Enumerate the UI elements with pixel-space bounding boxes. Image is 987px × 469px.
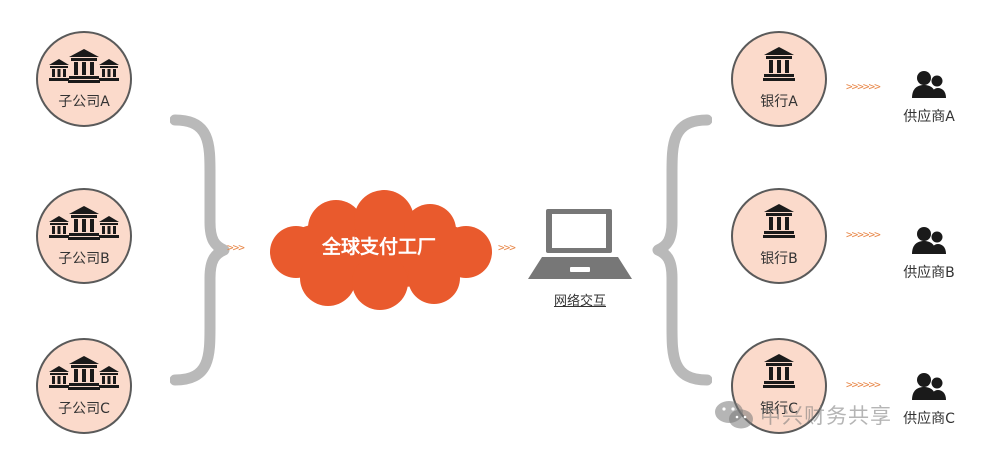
supplier-b: 供应商B — [889, 226, 969, 282]
subsidiary-label: 子公司B — [58, 251, 110, 267]
bank-node-c: 银行C — [731, 338, 827, 434]
supplier-c: 供应商C — [889, 372, 969, 428]
arrow-to-supplier-c: >>>>>> — [846, 378, 881, 391]
arrow-to-supplier-b: >>>>>> — [846, 228, 881, 241]
factory-label: 全球支付工厂 — [321, 236, 436, 258]
network-label: 网络交互 — [553, 294, 606, 309]
arrow-to-supplier-a: >>>>>> — [846, 80, 881, 93]
cloud-icon — [270, 190, 492, 310]
people-icon — [912, 373, 946, 400]
bank-node-a: 银行A — [731, 31, 827, 127]
three-buildings-icon — [38, 49, 130, 83]
bank-label: 银行A — [760, 94, 798, 110]
laptop-icon — [528, 209, 632, 279]
three-buildings-icon — [38, 206, 130, 240]
three-buildings-icon — [38, 356, 130, 390]
people-icon — [912, 227, 946, 254]
subsidiary-label: 子公司C — [58, 401, 110, 417]
supplier-a: 供应商A — [889, 70, 969, 126]
subsidiary-node-a: 子公司A — [36, 31, 132, 127]
subsidiary-label: 子公司A — [58, 94, 110, 110]
arrow-to-cloud: >>> — [227, 241, 245, 254]
bank-label: 银行C — [760, 401, 798, 417]
bank-label: 银行B — [760, 251, 798, 267]
supplier-label: 供应商C — [903, 411, 955, 427]
bank-building-icon — [733, 354, 825, 390]
bank-node-b: 银行B — [731, 188, 827, 284]
wechat-icon — [715, 401, 753, 429]
supplier-label: 供应商B — [903, 265, 955, 281]
bank-building-icon — [733, 47, 825, 83]
left-brace — [170, 114, 230, 386]
arrow-to-network: >>> — [498, 241, 516, 254]
people-icon — [912, 71, 946, 98]
subsidiary-node-b: 子公司B — [36, 188, 132, 284]
bank-building-icon — [733, 204, 825, 240]
right-brace — [652, 114, 712, 386]
supplier-label: 供应商A — [903, 109, 955, 125]
watermark-text: 中兴财务共享 — [760, 404, 892, 428]
subsidiary-node-c: 子公司C — [36, 338, 132, 434]
watermark: 中兴财务共享 — [714, 400, 892, 430]
